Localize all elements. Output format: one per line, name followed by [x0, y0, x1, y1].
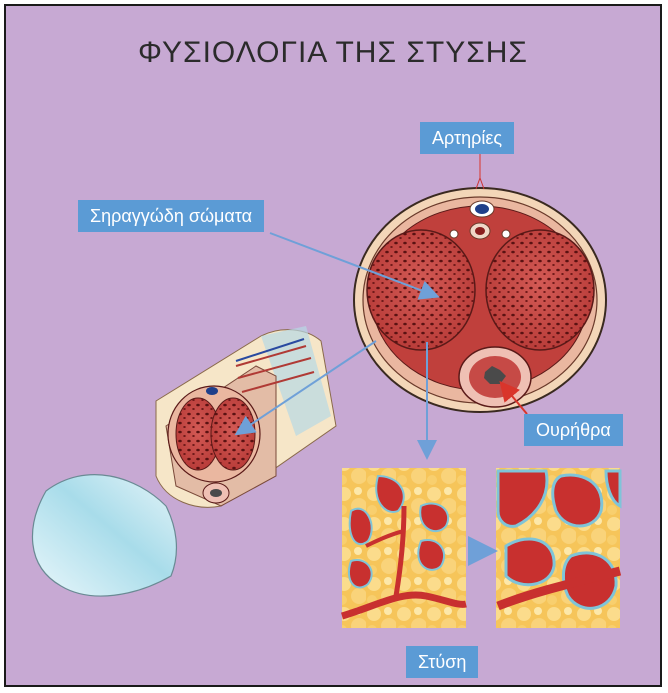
penis-illustration: [32, 326, 336, 596]
diagram-frame: ΦΥΣΙΟΛΟΓΙΑ ΤΗΣ ΣΤΥΣΗΣ: [4, 4, 662, 687]
label-erection: Στύση: [406, 646, 478, 678]
tissue-erect-panel: [496, 468, 620, 628]
label-urethra: Ουρήθρα: [524, 414, 623, 446]
illustration: [6, 6, 662, 687]
label-corpora-cavernosa: Σηραγγώδη σώματα: [78, 200, 264, 232]
label-arteries: Αρτηρίες: [420, 122, 514, 154]
tissue-flaccid-panel: [342, 468, 466, 628]
penis-cross-section: [354, 178, 606, 412]
